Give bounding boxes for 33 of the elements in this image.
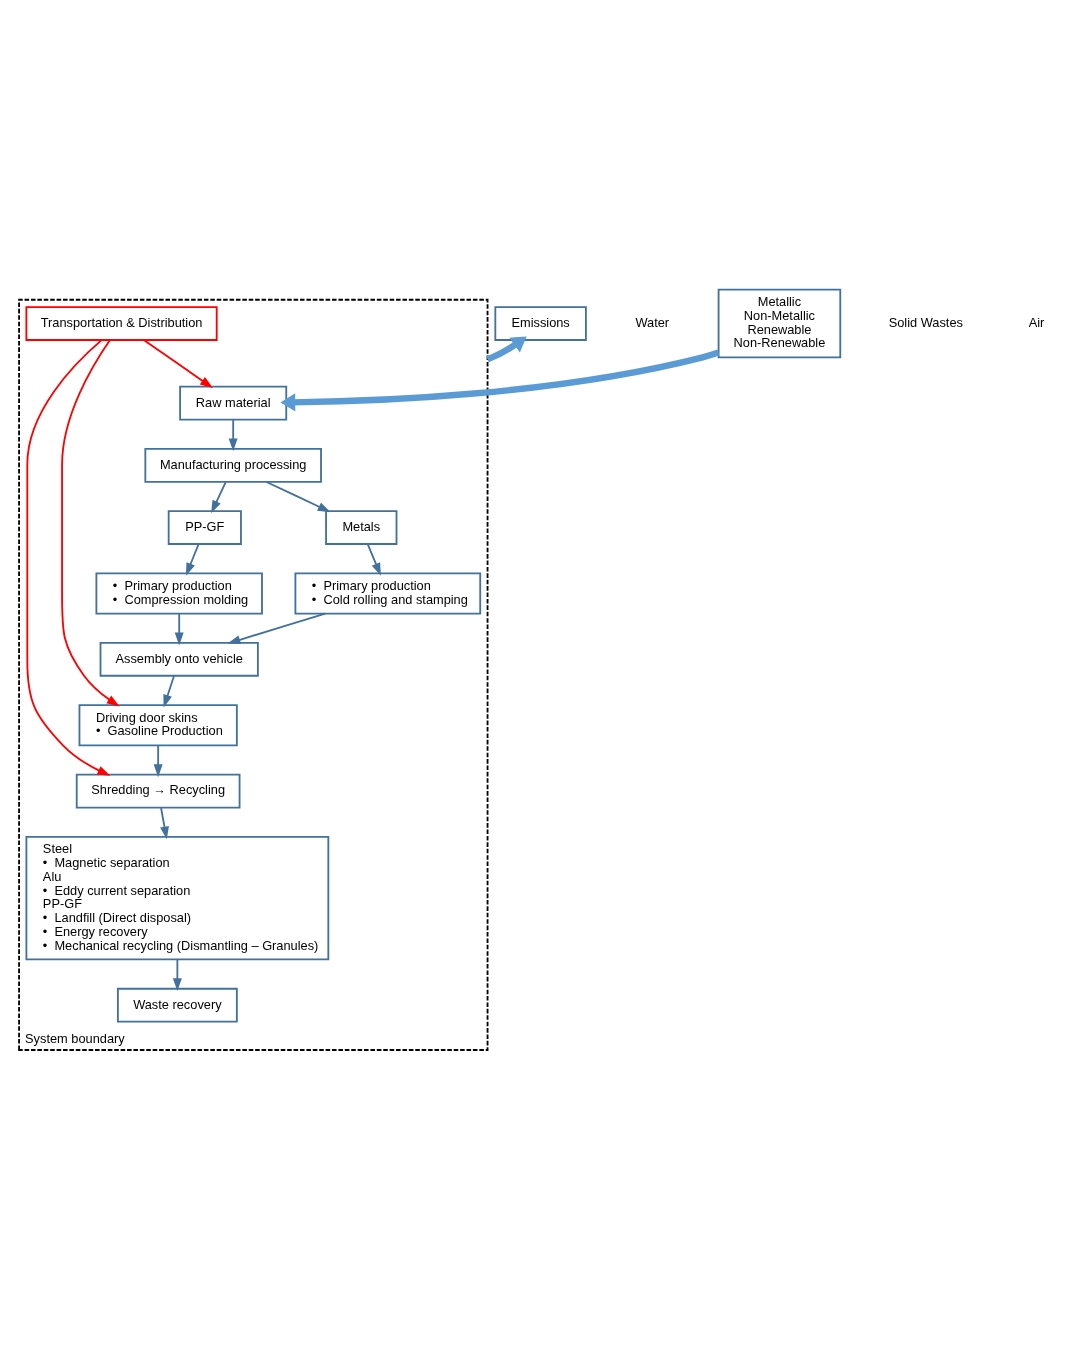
label: Air [1028, 314, 1045, 330]
arrow [153, 744, 163, 778]
node-box: Driving door skins • Gasoline Production [78, 704, 238, 747]
arrow [143, 339, 213, 389]
arrow [486, 336, 527, 363]
arrow [280, 349, 720, 412]
node-box: Shredding → Recycling [75, 773, 241, 809]
arrow [172, 958, 182, 992]
node-box: Transportation & Distribution [25, 306, 218, 341]
arrow [160, 807, 169, 840]
node-box: Steel • Magnetic separation Alu • Eddy current separation PP-GF • Landfill (Direct disposal) • Energy recovery • Mechanical recycling (Dismantling – Granules) [25, 835, 330, 961]
arrow [174, 612, 184, 646]
node-box: PP-GF [167, 510, 242, 545]
arrow [366, 543, 381, 576]
node-box: Raw material [179, 385, 288, 421]
arrow [61, 339, 120, 707]
arrow [228, 419, 238, 452]
node-box: Emissions [494, 306, 587, 341]
label: Solid Wastes [888, 314, 963, 330]
arrow [227, 612, 327, 645]
label: Water [635, 314, 670, 330]
node-box: Waste recovery [116, 987, 238, 1023]
arrow [163, 675, 175, 708]
node-box: Metals [325, 510, 398, 545]
node-box: Assembly onto vehicle [99, 641, 259, 677]
node-box: Manufacturing processing [144, 447, 322, 483]
arrow [185, 543, 200, 576]
node-box: • Primary production • Cold rolling and stamping [294, 572, 482, 615]
arrow [26, 339, 111, 776]
arrow [211, 481, 227, 514]
node-box: • Primary production • Compression molding [95, 572, 263, 615]
arrow [265, 481, 331, 513]
node-box: Metallic Non-Metallic Renewable Non-Renewable [717, 288, 842, 359]
